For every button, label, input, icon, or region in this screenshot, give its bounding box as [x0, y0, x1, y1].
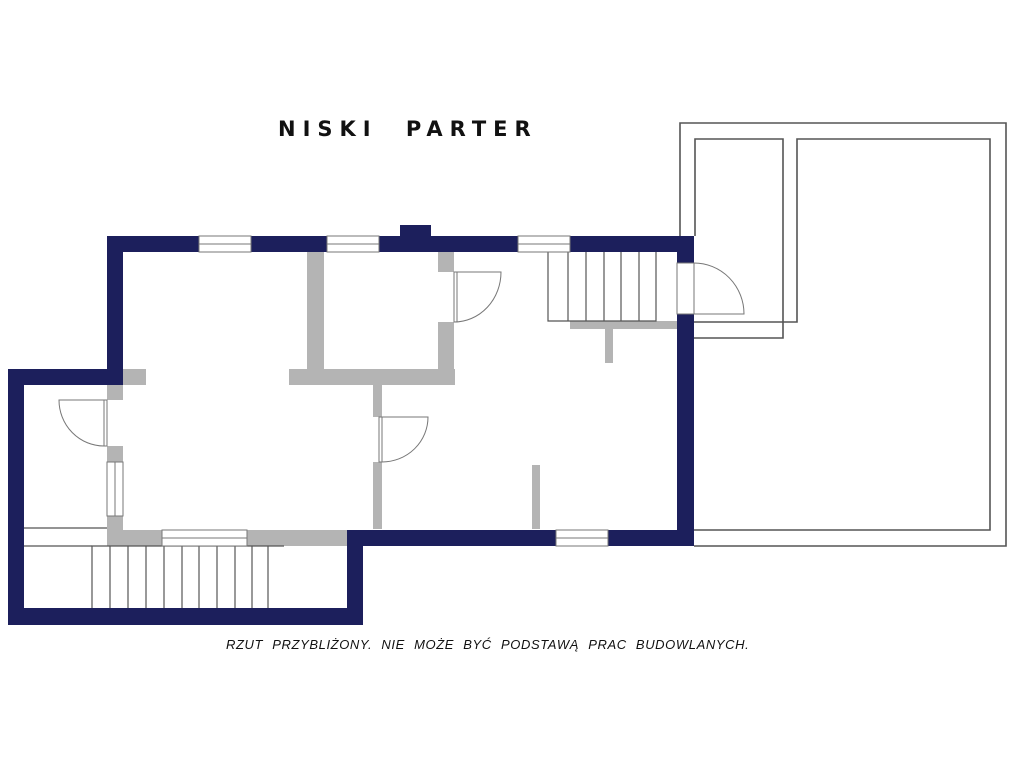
door-left-room — [58, 399, 108, 447]
door-hall — [378, 416, 429, 463]
stairs-upper — [547, 252, 657, 322]
plan-disclaimer: RZUT PRZYBLIŻONY. NIE MOŻE BYĆ PODSTAWĄ … — [226, 637, 750, 652]
interior-walls — [107, 252, 677, 546]
terrace-outline — [679, 122, 1007, 547]
door-exterior — [676, 262, 745, 315]
doors — [58, 262, 745, 463]
plan-title: NISKI PARTER — [278, 117, 538, 141]
exterior-walls — [8, 225, 694, 625]
windows — [106, 235, 609, 547]
door-small-room — [453, 271, 502, 323]
